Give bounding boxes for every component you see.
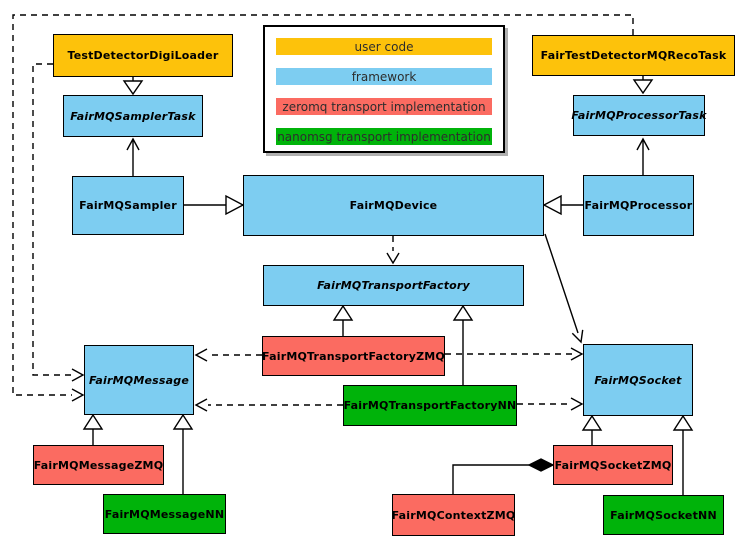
- edge-messagenn-message-inheritance: [172, 413, 194, 494]
- edge-processor-processortask-association: [636, 137, 650, 175]
- edge-tfnn-transportfactory-inheritance: [452, 304, 474, 385]
- edge-device-transportfactory-dependency: [386, 236, 400, 265]
- edge-sampler-device-inheritance: [184, 194, 245, 216]
- node-label: FairMQProcessor: [584, 199, 693, 212]
- node-label: FairMQMessageZMQ: [33, 458, 164, 472]
- edge-processor-device-inheritance: [542, 194, 583, 216]
- legend-label: nanomsg transport implementation: [277, 129, 491, 144]
- edge-socketnn-socket-inheritance: [672, 414, 694, 495]
- legend-label: zeromq transport implementation: [282, 99, 486, 114]
- edge-socketzmq-socket-inheritance: [581, 414, 603, 445]
- node-fairtestdetectormqrecotask[interactable]: FairTestDetectorMQRecoTask: [532, 35, 735, 76]
- edge-tfzmq-socket-dependency: [445, 347, 584, 361]
- node-fairmqtransportfactoryzmq[interactable]: FairMQTransportFactoryZMQ: [262, 336, 445, 376]
- node-fairmqdevice[interactable]: FairMQDevice: [243, 175, 544, 236]
- node-label: FairMQContextZMQ: [391, 508, 516, 522]
- node-label: FairMQMessage: [88, 373, 190, 387]
- node-label: FairMQSamplerTask: [70, 109, 196, 123]
- node-testdetectordigiloader[interactable]: TestDetectorDigiLoader: [53, 34, 233, 77]
- edge-messagezmq-message-inheritance: [82, 413, 104, 445]
- node-fairmqsampler[interactable]: FairMQSampler: [72, 176, 184, 235]
- node-fairmqcontextzmq[interactable]: FairMQContextZMQ: [392, 494, 515, 536]
- node-label: FairMQSampler: [79, 199, 177, 212]
- legend-label: framework: [351, 69, 417, 84]
- node-fairmqprocessortask[interactable]: FairMQProcessorTask: [571, 95, 707, 136]
- node-fairmqtransportfactorynn[interactable]: FairMQTransportFactoryNN: [343, 385, 517, 426]
- node-label: FairMQDevice: [349, 199, 438, 212]
- node-label: FairMQTransportFactory: [317, 279, 470, 292]
- edge-sampler-samplertask-association: [126, 137, 140, 176]
- edge-tfzmq-message-dependency: [194, 348, 262, 362]
- node-fairmqsocket[interactable]: FairMQSocket: [583, 344, 693, 416]
- edge-recotask-processortask-inheritance: [632, 76, 654, 95]
- edge-device-socket-association: [544, 233, 584, 344]
- node-fairmqsocketzmq[interactable]: FairMQSocketZMQ: [553, 445, 673, 485]
- node-fairmqmessagezmq[interactable]: FairMQMessageZMQ: [33, 445, 164, 485]
- node-label: FairMQSocketNN: [610, 508, 717, 522]
- edge-contextzmq-socketzmq-composition: [452, 458, 555, 494]
- node-label: FairMQSocketZMQ: [554, 458, 672, 472]
- node-label: FairMQProcessorTask: [571, 109, 707, 122]
- legend-label: user code: [354, 39, 414, 54]
- legend: user code framework zeromq transport imp…: [263, 25, 505, 153]
- node-label: FairTestDetectorMQRecoTask: [540, 49, 727, 62]
- node-fairmqsamplertask[interactable]: FairMQSamplerTask: [63, 95, 203, 137]
- node-label: FairMQTransportFactoryZMQ: [262, 349, 445, 363]
- edge-tfzmq-transportfactory-inheritance: [332, 304, 354, 336]
- legend-item-zeromq: zeromq transport implementation: [276, 98, 492, 115]
- edge-tfnn-message-dependency: [194, 398, 343, 412]
- node-fairmqmessage[interactable]: FairMQMessage: [84, 345, 194, 415]
- edge-tfnn-socket-dependency: [517, 397, 584, 411]
- node-label: FairMQTransportFactoryNN: [343, 399, 517, 412]
- node-fairmqtransportfactory[interactable]: FairMQTransportFactory: [263, 265, 524, 306]
- node-label: TestDetectorDigiLoader: [67, 49, 219, 62]
- node-fairmqprocessor[interactable]: FairMQProcessor: [583, 175, 694, 236]
- node-fairmqmessagenn[interactable]: FairMQMessageNN: [103, 494, 226, 534]
- legend-item-user-code: user code: [276, 38, 492, 55]
- node-label: FairMQSocket: [594, 373, 682, 387]
- legend-item-framework: framework: [276, 68, 492, 85]
- node-fairmqsocketnn[interactable]: FairMQSocketNN: [603, 495, 724, 535]
- edge-digiloader-samplertask-inheritance: [122, 77, 144, 96]
- node-label: FairMQMessageNN: [104, 507, 225, 521]
- legend-item-nanomsg: nanomsg transport implementation: [276, 128, 492, 145]
